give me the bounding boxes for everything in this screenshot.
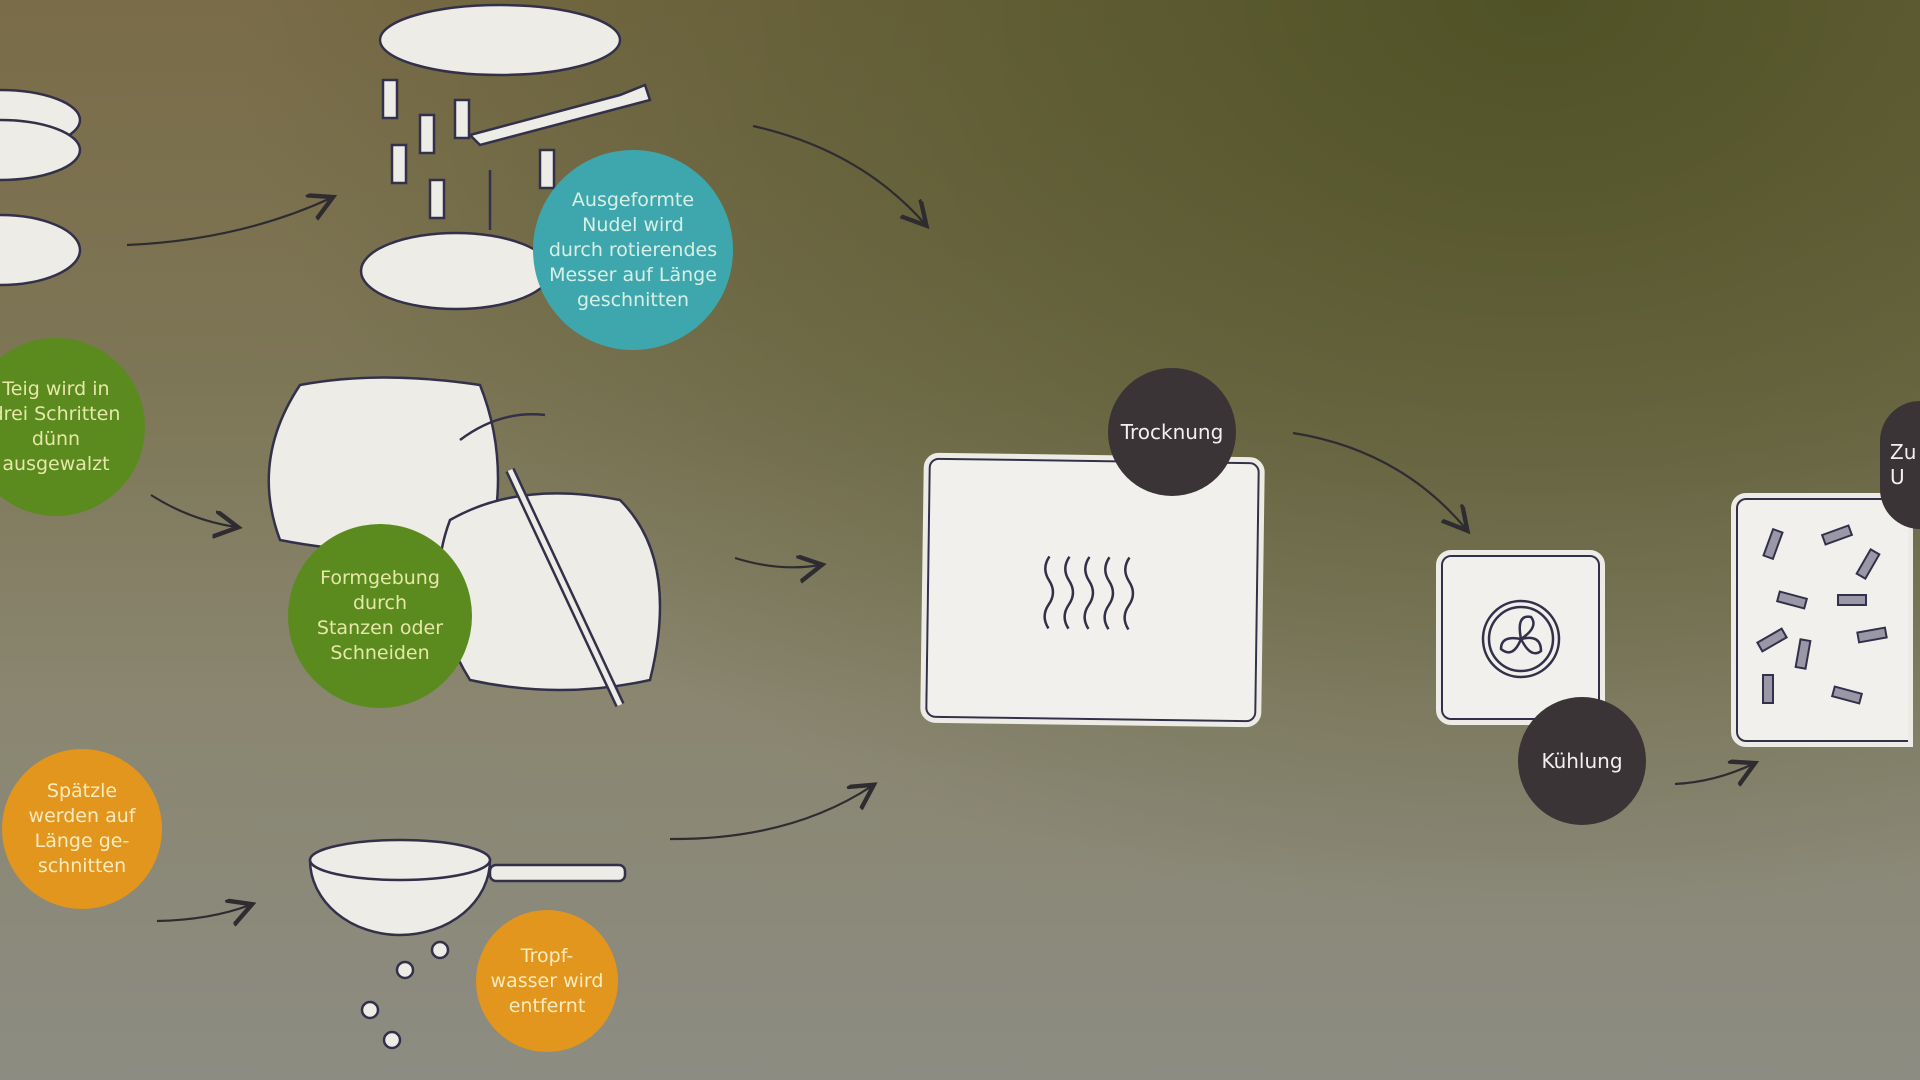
label-next-step-partial: Zu U (1880, 401, 1920, 529)
arrow (150, 494, 236, 527)
label-line: geschnitten (576, 288, 690, 311)
arrow (669, 786, 872, 841)
label-line: Spätzle (46, 780, 118, 802)
fan-icon (1481, 599, 1561, 679)
arrow (1674, 764, 1753, 784)
label-line: Formgebung (320, 567, 440, 589)
label-line: Ausgeformte (571, 188, 695, 211)
label-cooling: Kühlung (1518, 697, 1646, 825)
label-drying: Trocknung (1108, 368, 1236, 496)
label-line: Nudel wird (582, 213, 684, 236)
cookie-cutter-illustration (267, 376, 662, 708)
label-line: ausgewalzt (2, 453, 110, 475)
label-line: schnitten (37, 855, 127, 877)
label-line: Schneiden (330, 642, 430, 664)
arrow (156, 905, 250, 921)
label-line: Messer auf Länge (549, 263, 717, 286)
label-line: werden auf (28, 805, 136, 827)
label-line: Länge ge- (34, 830, 130, 852)
label-rolling: Teig wird in drei Schritten dünn ausgewa… (0, 338, 145, 516)
label-line: Zu (1890, 440, 1917, 464)
label-line: entfernt (508, 994, 586, 1017)
drying-box (920, 452, 1265, 728)
label-line: drei Schritten (0, 403, 121, 425)
pasta-die-illustration (0, 3, 652, 311)
label-line: dünn (31, 428, 81, 450)
cooling-box (1436, 550, 1605, 725)
label-line: wasser wird (490, 969, 604, 992)
label-draining: Tropf- wasser wird entfernt (476, 910, 618, 1052)
pasta-pieces-icon (1756, 524, 1888, 705)
strainer-illustration (308, 838, 627, 1050)
steam-icon (1043, 555, 1135, 631)
label-line: Kühlung (1541, 748, 1623, 773)
arrow (1292, 431, 1466, 529)
label-line: durch (353, 592, 407, 614)
arrow (126, 198, 331, 247)
packaged-pasta-box (1731, 493, 1913, 747)
arrow (734, 558, 820, 567)
label-line: Trocknung (1120, 419, 1224, 444)
label-line: Tropf- (520, 944, 574, 967)
label-spaetzle: Spätzle werden auf Länge ge- schnitten (2, 749, 162, 909)
label-line: durch rotierendes (548, 238, 718, 261)
arrow (752, 124, 925, 224)
label-line: Teig wird in (2, 378, 110, 400)
label-cutting: Ausgeformte Nudel wird durch rotierendes… (533, 150, 733, 350)
label-shaping: Formgebung durch Stanzen oder Schneiden (288, 524, 472, 708)
label-line: U (1890, 465, 1905, 489)
label-line: Stanzen oder (316, 617, 444, 639)
